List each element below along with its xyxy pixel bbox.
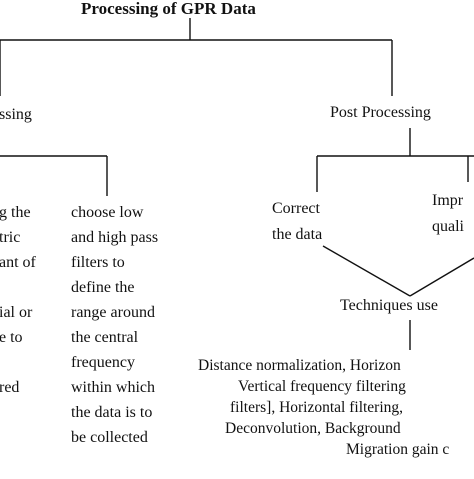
filter-line: the central	[71, 329, 139, 346]
technique-line: Deconvolution, Background	[225, 420, 401, 437]
filter-line: frequency	[71, 354, 135, 371]
diagram-title: Processing of GPR Data	[81, 0, 256, 18]
improve-to-techniques-line	[409, 257, 474, 297]
filter-line: be collected	[71, 429, 148, 446]
pre-processing-partial-text: g the tric ant of ial or e to red	[0, 200, 36, 400]
filter-line: range around	[71, 304, 155, 321]
filter-line: choose low	[71, 204, 144, 221]
partial-line: ial or	[0, 304, 33, 321]
improve-line: quali	[432, 218, 464, 235]
correct-line: Correct	[272, 200, 320, 217]
technique-line: Vertical frequency filtering	[238, 378, 406, 395]
partial-line	[0, 350, 36, 375]
filter-line: define the	[71, 279, 135, 296]
technique-line: Migration gain c	[346, 441, 450, 458]
technique-line: Distance normalization, Horizon	[198, 357, 401, 374]
filter-selection-node: choose low and high pass filters to defi…	[71, 200, 158, 450]
partial-line: tric	[0, 229, 21, 246]
filter-line: the data is to	[71, 404, 153, 421]
post-processing-node: Post Processing	[330, 104, 431, 121]
techniques-used-node: Techniques use	[340, 297, 438, 314]
filter-line: filters to	[71, 254, 125, 271]
correct-data-node: Correct the data	[272, 196, 322, 248]
pre-processing-node: ssing	[0, 106, 32, 123]
filter-line: and high pass	[71, 229, 159, 246]
techniques-list: Distance normalization, Horizon Vertical…	[198, 355, 474, 460]
improve-quality-node: Impr quali	[432, 188, 464, 240]
correct-to-techniques-line	[322, 245, 411, 297]
correct-line: the data	[272, 226, 323, 243]
improve-line: Impr	[432, 192, 464, 209]
partial-line: red	[0, 379, 20, 396]
filter-line: within which	[71, 379, 155, 396]
partial-line	[0, 275, 36, 300]
technique-line: filters], Horizontal filtering,	[230, 399, 404, 416]
partial-line: g the	[0, 204, 31, 221]
partial-line: e to	[0, 329, 23, 346]
partial-line: ant of	[0, 254, 36, 271]
